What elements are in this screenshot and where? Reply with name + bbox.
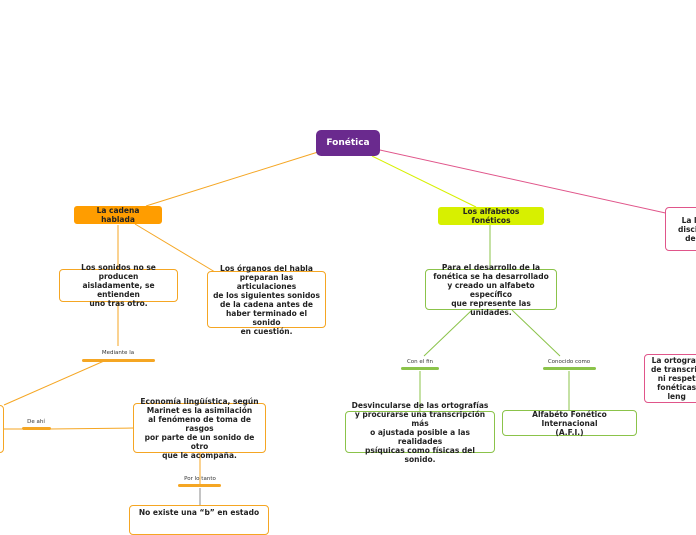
link-root-cadena	[145, 151, 319, 207]
connector-lines	[2, 149, 671, 505]
bar-conocido-como	[543, 367, 596, 370]
bar-con-el-fin	[401, 367, 439, 370]
label-mediante-la: Mediante la	[101, 350, 135, 356]
topic-right-partial[interactable]: La li discip de	[665, 207, 696, 251]
bar-mediante-la	[82, 359, 155, 362]
bar-por-lo-tanto	[178, 484, 221, 487]
label-con-el-fin: Con el fin	[406, 359, 434, 365]
link-desarrollo-confin	[423, 309, 473, 357]
label-por-lo-tanto: Por lo tanto	[184, 476, 216, 482]
node-organos[interactable]: Los órganos del habla preparan las artic…	[207, 264, 326, 336]
link-deahi-economia	[49, 427, 135, 430]
link-root-right	[379, 149, 671, 215]
node-ortografias-partial[interactable]: La ortografí de transcrip ni respet foné…	[644, 354, 696, 403]
root-node-fonetica[interactable]: Fonética	[316, 130, 380, 156]
bar-de-ahi	[22, 427, 51, 430]
node-afi[interactable]: Alfabéto Fonético Internacional (A.F.I.)	[502, 410, 637, 437]
label-de-ahi: De ahí	[27, 419, 45, 425]
node-desvincularse[interactable]: Desvincularse de las ortografías y procu…	[345, 401, 495, 464]
link-desarrollo-conocido	[511, 309, 561, 357]
node-economia[interactable]: Economía lingüística, según Marinet es l…	[133, 397, 266, 460]
node-sonidos[interactable]: Los sonidos no se producen aisladamente,…	[59, 263, 178, 308]
link-cadena-organos	[134, 223, 216, 273]
link-mediante-left	[3, 360, 105, 406]
node-left-partial[interactable]	[0, 405, 4, 453]
topic-alfabetos-foneticos[interactable]: Los alfabetos fonéticos	[438, 207, 544, 225]
node-no-existe[interactable]: No existe una “b” en estado	[129, 505, 269, 535]
node-desarrollo[interactable]: Para el desarrollo de la fonética se ha …	[425, 263, 557, 317]
label-conocido-como: Conocido como	[547, 359, 591, 365]
topic-cadena-hablada[interactable]: La cadena hablada	[74, 206, 162, 224]
link-root-alfabetos	[371, 155, 477, 208]
